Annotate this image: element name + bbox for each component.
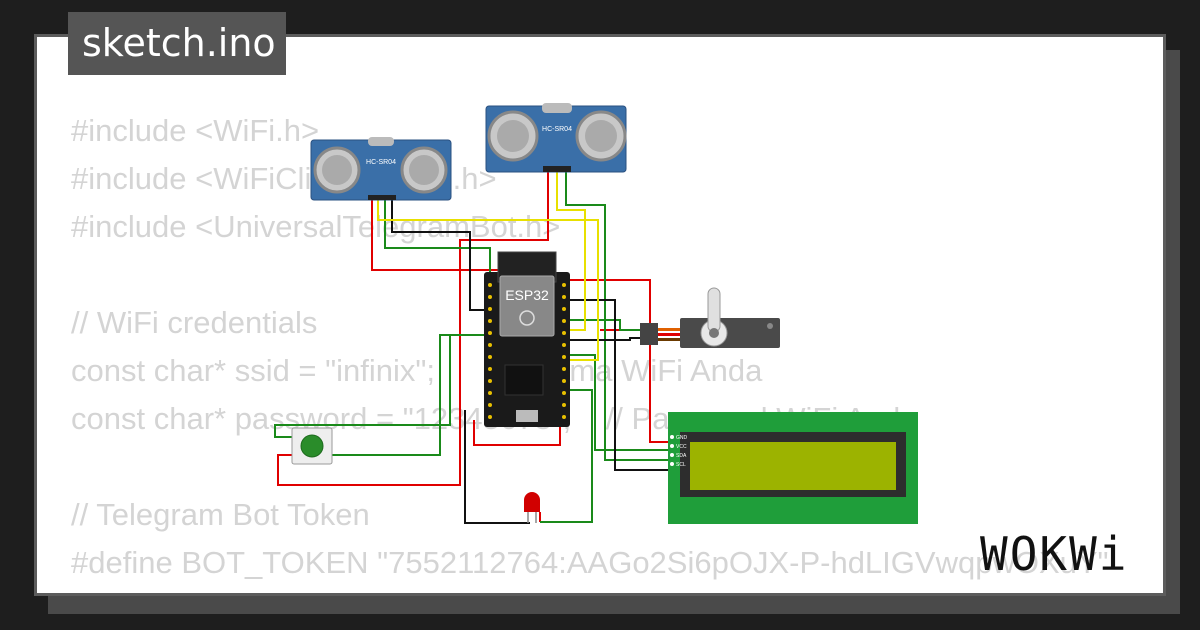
sensor-label: HC-SR04 <box>366 159 396 166</box>
code-line: #define BOT_TOKEN "7552112764:AAGo2Si6pO… <box>71 545 1109 580</box>
lcd-pin-label: SDA <box>676 453 687 459</box>
lcd-pin-label: SCL <box>676 462 686 468</box>
lcd-display[interactable]: GND VCC SDA SCL <box>668 412 918 524</box>
wire-green <box>565 172 672 461</box>
sensor-label: HC-SR04 <box>542 126 572 133</box>
servo-motor[interactable] <box>640 287 780 348</box>
lcd-pin-label: VCC <box>676 444 687 450</box>
code-line: // WiFi credentials <box>71 305 318 340</box>
esp32-label: ESP32 <box>505 287 549 303</box>
wire-red <box>371 200 500 271</box>
ultrasonic-sensor-2[interactable]: HC-SR04 <box>485 103 627 173</box>
wire-green <box>570 319 655 331</box>
wire-red <box>277 172 549 486</box>
red-led[interactable] <box>524 492 540 523</box>
wire-green <box>540 389 593 523</box>
wire-green <box>328 334 500 456</box>
wokwi-logo-text: WOKWi <box>980 527 1128 581</box>
esp32-board[interactable]: ESP32 <box>484 251 570 427</box>
wire-black <box>391 200 500 311</box>
wire-green <box>274 335 451 438</box>
wires <box>274 172 672 524</box>
wire-black <box>570 299 672 471</box>
wire-red <box>473 415 561 446</box>
file-tab[interactable]: sketch.ino <box>68 12 286 75</box>
wokwi-logo: WOKWi <box>980 527 1128 581</box>
wire-green <box>568 354 672 451</box>
wire-black <box>464 410 530 524</box>
wire-green <box>384 200 500 381</box>
code-line: #include <UniversalTelegramBot.h> <box>71 209 561 244</box>
push-button[interactable] <box>291 427 333 465</box>
wire-red <box>570 279 672 443</box>
code-line: #include <WiFi.h> <box>71 113 320 148</box>
ultrasonic-sensor-1[interactable]: HC-SR04 <box>310 137 452 201</box>
lcd-pin-label: GND <box>676 435 688 441</box>
wire-yellow <box>377 200 599 361</box>
wire-yellow <box>556 172 586 331</box>
code-line: // Telegram Bot Token <box>71 497 370 532</box>
